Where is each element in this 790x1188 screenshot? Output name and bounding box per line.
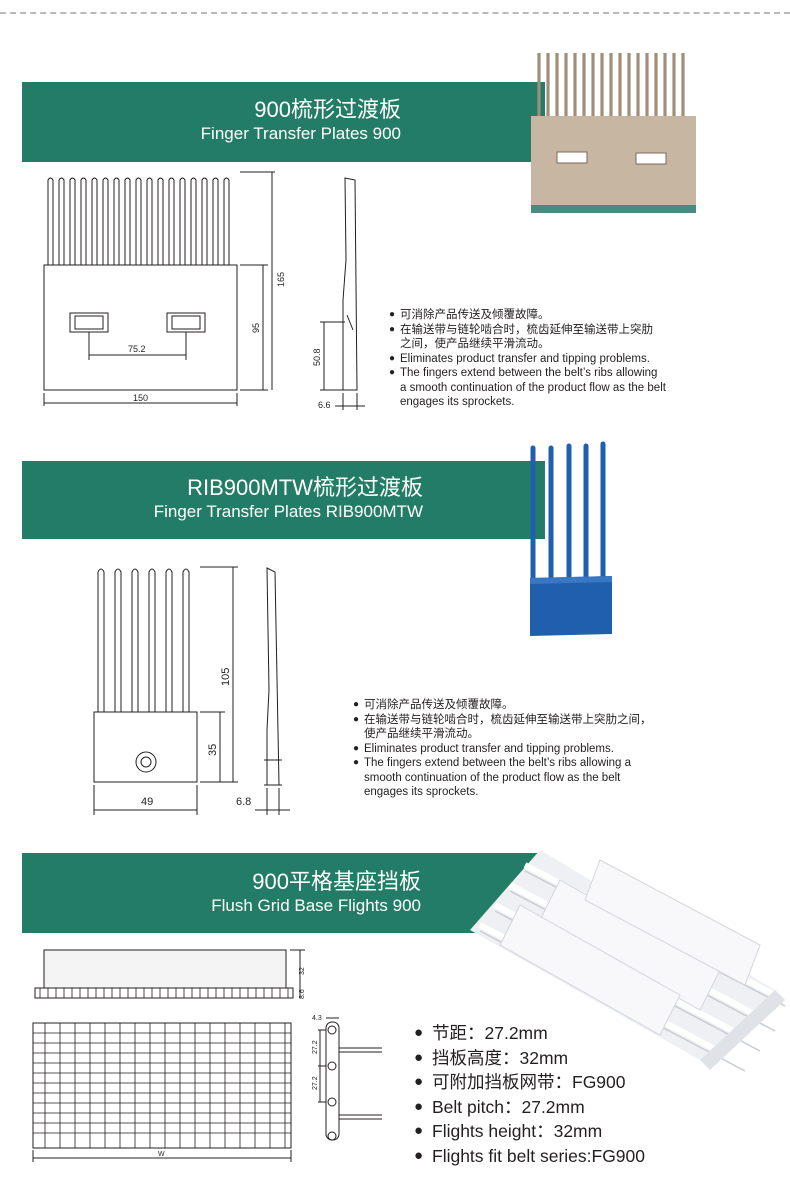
list-item: Eliminates product transfer and tipping … bbox=[353, 742, 683, 757]
dim-thickness: 6.6 bbox=[318, 400, 331, 410]
dim-pitch-a: 27.2 bbox=[312, 1040, 319, 1054]
flight-side-profile bbox=[34, 949, 305, 999]
dim-belt-thickness: 8.6 bbox=[299, 989, 306, 999]
dim-height: 105 bbox=[220, 668, 232, 686]
spec-list-flights-900: 节距：27.2mm 挡板高度：32mm 可附加挡板网带：FG900 Belt p… bbox=[414, 1021, 714, 1169]
list-item-continuation: a smooth continuation of the product flo… bbox=[400, 381, 666, 394]
feature-list-900: 可消除产品传送及倾覆故障。 在输送带与链轮啮合时，梳齿延伸至输送带上突肋 之间，… bbox=[389, 308, 709, 410]
list-item: 在输送带与链轮啮合时，梳齿延伸至输送带上突肋 bbox=[389, 323, 709, 338]
rib900mtw-photo bbox=[530, 441, 612, 636]
dim-offset: 4.3 bbox=[312, 1015, 322, 1022]
section-title-en: Finger Transfer Plates RIB900MTW bbox=[153, 502, 423, 521]
flight-cross-section bbox=[318, 1017, 382, 1141]
list-item-continuation: 之间，使产品继续平滑流动。 bbox=[400, 338, 550, 350]
section-title-en: Flush Grid Base Flights 900 bbox=[211, 896, 421, 915]
dim-width: 49 bbox=[141, 796, 153, 808]
section-banner-900: 900梳形过渡板 Finger Transfer Plates 900 bbox=[22, 82, 545, 162]
list-item-continuation: smooth continuation of the product flow … bbox=[364, 771, 621, 784]
list-item: 可消除产品传送及倾覆故障。 bbox=[353, 698, 683, 713]
dim-side-height: 50.8 bbox=[312, 348, 322, 366]
section-title-cn: 900平格基座挡板 bbox=[252, 869, 421, 894]
dim-pitch-b: 27.2 bbox=[312, 1076, 319, 1090]
dim-thickness: 6.8 bbox=[236, 796, 251, 808]
dim-hole-spacing: 75.2 bbox=[128, 344, 146, 354]
section-banner-flights-900: 900平格基座挡板 Flush Grid Base Flights 900 bbox=[22, 853, 545, 933]
list-item-continuation: engages its sprockets. bbox=[400, 396, 515, 408]
finger-plate-900-photo bbox=[531, 53, 696, 213]
section-banner-rib900mtw: RIB900MTW梳形过渡板 Finger Transfer Plates RI… bbox=[22, 461, 545, 539]
flush-grid-belt-photo bbox=[470, 850, 787, 1072]
dim-height: 165 bbox=[276, 272, 286, 287]
list-item: Eliminates product transfer and tipping … bbox=[389, 352, 709, 367]
list-item: The fingers extend between the belt’s ri… bbox=[389, 366, 709, 381]
feature-list-rib900mtw: 可消除产品传送及倾覆故障。 在输送带与链轮啮合时，梳齿延伸至输送带上突肋之间， … bbox=[353, 698, 683, 800]
list-item-continuation: engages its sprockets. bbox=[364, 786, 479, 798]
finger-plate-900-side-view bbox=[320, 177, 365, 410]
list-item: 节距：27.2mm bbox=[414, 1021, 714, 1046]
list-item: 可附加挡板网带：FG900 bbox=[414, 1070, 714, 1095]
dim-base: 95 bbox=[251, 323, 261, 333]
list-item: Belt pitch：27.2mm bbox=[414, 1095, 714, 1120]
section-title-en: Finger Transfer Plates 900 bbox=[200, 124, 401, 143]
belt-plan-view bbox=[32, 1022, 292, 1162]
list-item: 挡板高度：32mm bbox=[414, 1046, 714, 1071]
list-item: Flights height：32mm bbox=[414, 1119, 714, 1144]
dim-base: 35 bbox=[207, 744, 219, 756]
dim-width-label: W bbox=[158, 1151, 165, 1158]
list-item: 在输送带与链轮啮合时，梳齿延伸至输送带上突肋之间， bbox=[353, 713, 683, 728]
section-title-cn: RIB900MTW梳形过渡板 bbox=[187, 475, 423, 500]
section-title-cn: 900梳形过渡板 bbox=[254, 97, 401, 122]
rib900mtw-front-view bbox=[93, 566, 238, 815]
top-dashed-divider bbox=[0, 12, 790, 14]
list-item: The fingers extend between the belt’s ri… bbox=[353, 756, 683, 771]
dim-flight-height: 32 bbox=[299, 967, 306, 975]
list-item-continuation: 使产品继续平滑流动。 bbox=[364, 728, 479, 740]
rib900mtw-side-view bbox=[255, 567, 290, 815]
list-item: Flights fit belt series:FG900 bbox=[414, 1144, 714, 1169]
finger-plate-900-front-view bbox=[43, 171, 275, 406]
dim-width: 150 bbox=[133, 393, 148, 403]
list-item: 可消除产品传送及倾覆故障。 bbox=[389, 308, 709, 323]
